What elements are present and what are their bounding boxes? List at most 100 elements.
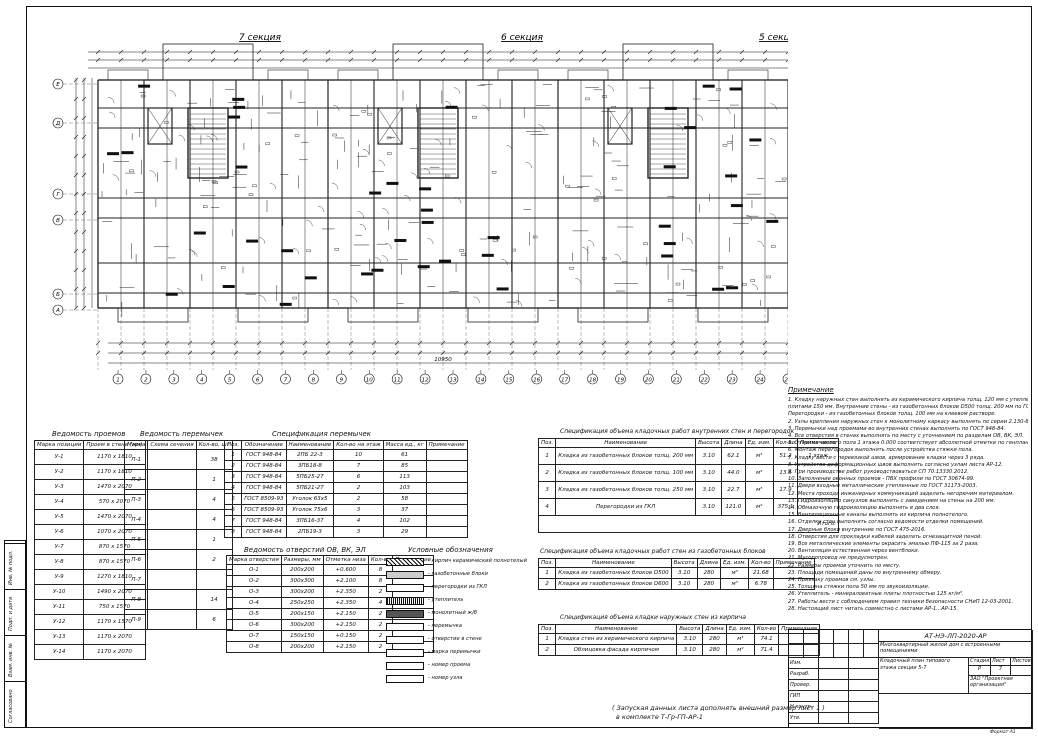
side-strip-label: Подп. и дата <box>8 596 14 631</box>
note-line: 17. Дверные блоки внутренние по ГОСТ 475… <box>788 526 926 533</box>
note-line: 3. Перемычки над проемами во внутренних … <box>788 425 1006 432</box>
axis-number: 14 <box>477 378 484 384</box>
legend-item: - отверстие в стене <box>386 634 534 647</box>
axis-marker: 12 <box>419 370 431 385</box>
table-cell: +2.100 <box>322 575 369 587</box>
table-header-cell: Ед. изм. <box>744 438 774 448</box>
axis-number: 19 <box>617 378 624 384</box>
table-total-label: Итого: <box>537 515 840 533</box>
axis-number: 20 <box>645 378 652 384</box>
legend-swatch <box>386 675 424 683</box>
note-line: 1. Кладку наружных стен выполнять из кер… <box>788 397 1028 403</box>
axis-marker: 24 <box>754 370 766 385</box>
stamp-format: Формат А1 <box>990 730 1016 735</box>
table-cell: 1 <box>537 633 557 645</box>
table-cell: 10 <box>333 449 384 461</box>
table-cell: ГОСТ 948-84 <box>241 515 287 527</box>
table-cell: 5ПБ25-27 <box>285 471 335 483</box>
table-cell: 3ПБ18-8 <box>285 460 335 472</box>
axis-marker: 4 <box>196 370 208 385</box>
table-cell: +0.150 <box>322 630 369 642</box>
note-line: 18. Отверстия для прокладки кабелей заде… <box>788 533 983 540</box>
axis-number: 6 <box>256 378 260 384</box>
axis-number: 1 <box>116 378 120 384</box>
legend-swatch <box>386 558 424 566</box>
table-header-cell: Ед. изм. <box>725 624 755 634</box>
table-cell: 21.68 <box>748 567 774 579</box>
table-cell: 71.4 <box>753 644 780 656</box>
table-header-cell: Высота <box>670 558 698 568</box>
openings-table-title: Ведомость отверстий ОВ, ВК, ЭЛ <box>244 546 366 554</box>
legend-item-label: - номер проема <box>428 662 471 668</box>
stamp-role: Утв. <box>789 713 819 724</box>
note-line: 14. Обмазочную гидроизоляцию выполнять в… <box>788 505 941 512</box>
table-cell: 3.10 <box>670 578 698 590</box>
table-cell: У-7 <box>33 539 85 555</box>
table-header-cell: Наименование <box>555 624 678 634</box>
axis-marker: 3 <box>168 370 180 385</box>
table-cell: 6 <box>333 471 384 483</box>
table-cell: ГОСТ 948-84 <box>241 460 287 472</box>
table-cell: Перегородки из ГКЛ <box>555 498 697 516</box>
axis-number: 22 <box>701 378 708 384</box>
axis-marker: 8 <box>308 370 319 385</box>
axis-number: 8 <box>312 378 316 384</box>
table-cell: 3.10 <box>695 498 723 516</box>
table-header-cell: Кол-во на этаж <box>333 440 384 450</box>
legend-item: - монолитный ж/б <box>386 608 534 621</box>
table-header-cell: Марка <box>123 440 149 450</box>
table-cell: 250х250 <box>280 597 324 609</box>
table-cell: +2.150 <box>322 641 369 653</box>
note-line: 7. Кладку вести с перевязкой швов, армир… <box>788 454 985 461</box>
axis-marker: 10 <box>363 370 375 385</box>
table-cell: 3 <box>537 481 557 499</box>
stamp-sheets-label: Листов <box>1011 658 1033 666</box>
side-strip-label: Согласовано <box>8 689 14 723</box>
table-cell: О-4 <box>226 597 282 609</box>
table-cell <box>147 589 197 610</box>
table-cell: 3 <box>223 471 243 483</box>
note-line: 12. Места прохода инженерных коммуникаци… <box>788 490 1014 497</box>
table-cell: 3.10 <box>670 567 698 579</box>
table-cell: 1 <box>195 529 233 550</box>
legend-swatch <box>386 662 424 670</box>
axis-number: 13 <box>450 378 457 384</box>
table-cell <box>425 471 468 483</box>
table-header-cell: Марка позиции <box>33 440 85 450</box>
axis-number: 21 <box>673 378 680 384</box>
table-cell: 200х200 <box>280 564 324 576</box>
axis-letter: Б <box>56 292 60 298</box>
axis-marker: 9 <box>336 370 347 385</box>
axis-marker: 21 <box>671 370 682 385</box>
axis-marker: 16 <box>531 370 543 385</box>
axis-marker: Е <box>52 78 98 90</box>
axis-marker: 11 <box>391 370 403 385</box>
table-cell: 7 <box>333 460 384 472</box>
axis-marker: 1 <box>112 370 124 385</box>
table-cell: 5 <box>223 493 243 505</box>
axis-marker: А <box>52 304 98 316</box>
axis-marker: 6 <box>252 370 263 385</box>
table-cell: 74.1 <box>753 633 780 645</box>
axis-marker: Б <box>52 288 98 300</box>
table-cell: 300х300 <box>280 575 324 587</box>
axis-letter: Д <box>55 121 61 127</box>
note-line: 4. Все отверстия в стенах выполнять по м… <box>788 433 1024 440</box>
table-cell: П-6 <box>123 549 149 570</box>
table-cell: 150х150 <box>280 630 324 642</box>
table-cell: 300х200 <box>280 586 324 598</box>
stamp-code: АТ-НЭ-ЛП-2020-АР <box>879 630 1033 642</box>
table-header-cell: Длина <box>702 624 727 634</box>
